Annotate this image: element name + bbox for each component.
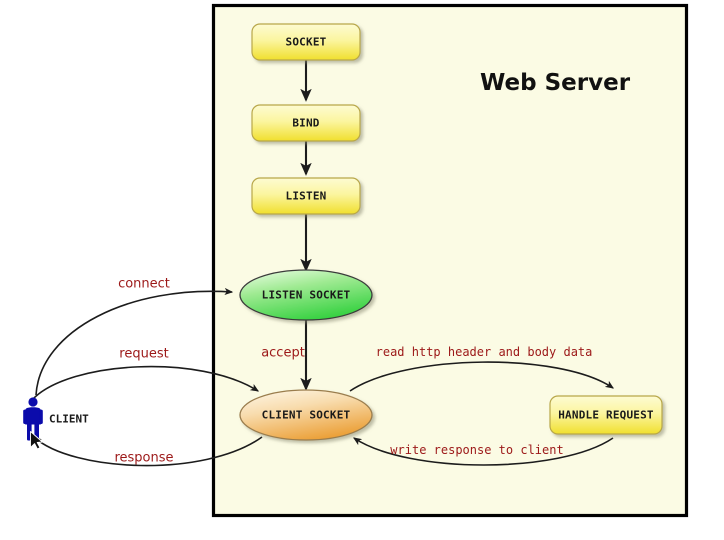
edge-connect	[35, 287, 234, 396]
client-actor-label: CLIENT	[49, 413, 89, 426]
node-client-socket[interactable]: CLIENT SOCKET	[239, 389, 373, 441]
edge-label-read-http: read http header and body data	[376, 345, 593, 359]
node-listen[interactable]: LISTEN	[251, 177, 361, 215]
edge-label-connect: connect	[118, 277, 170, 292]
node-handle-request-label: HANDLE REQUEST	[558, 409, 654, 422]
node-client-socket-label: CLIENT SOCKET	[262, 409, 351, 422]
cursor-icon	[30, 431, 43, 450]
node-handle-request[interactable]: HANDLE REQUEST	[549, 395, 663, 435]
node-client-socket-shape[interactable]	[239, 389, 373, 441]
person-icon	[23, 397, 43, 441]
node-listen-shape[interactable]	[251, 177, 361, 215]
node-listen-socket-label: LISTEN SOCKET	[262, 289, 351, 302]
node-bind-label: BIND	[292, 117, 319, 130]
node-bind-shape[interactable]	[251, 104, 361, 142]
edge-label-write-response: write response to client	[390, 443, 563, 457]
node-handle-request-shape[interactable]	[549, 395, 663, 435]
edge-write-response	[352, 437, 614, 466]
web-server-title: Web Server	[480, 70, 631, 96]
edge-label-accept: accept	[261, 346, 305, 361]
node-socket[interactable]: SOCKET	[251, 23, 361, 61]
node-listen-socket[interactable]: LISTEN SOCKET	[239, 269, 373, 321]
edge-response	[33, 436, 263, 467]
edge-request	[32, 365, 260, 400]
edge-label-request: request	[119, 347, 168, 362]
node-listen-label: LISTEN	[286, 190, 327, 203]
edge-label-response: response	[114, 451, 173, 466]
client-actor[interactable]: CLIENT	[23, 397, 89, 450]
curved-flow-edges	[32, 287, 615, 467]
edge-read-http	[349, 361, 615, 392]
node-socket-label: SOCKET	[286, 36, 327, 49]
node-socket-shape[interactable]	[251, 23, 361, 61]
node-bind[interactable]: BIND	[251, 104, 361, 142]
node-listen-socket-shape[interactable]	[239, 269, 373, 321]
